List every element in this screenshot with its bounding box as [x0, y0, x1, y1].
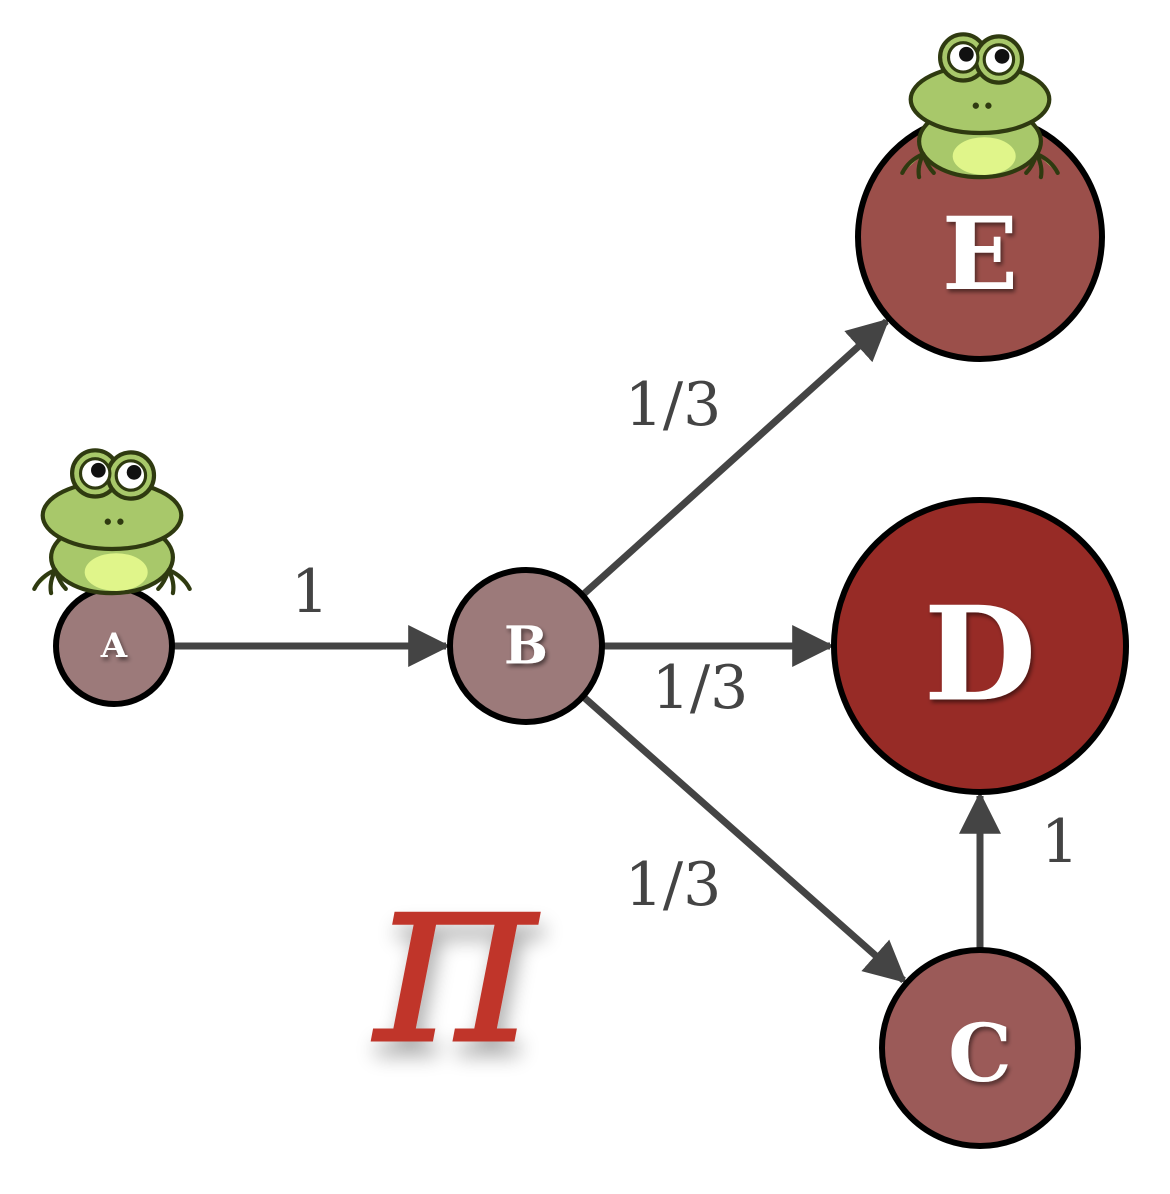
- node-b-label: B: [504, 616, 548, 677]
- node-a-label: A: [100, 626, 128, 666]
- pi-symbol: π: [370, 810, 541, 1101]
- frog-icon: [900, 32, 1060, 180]
- node-c-label: C: [948, 1006, 1012, 1100]
- edge-label-c-d: 1: [1041, 807, 1079, 877]
- edge-b-c: [580, 693, 907, 984]
- nodes: A B C D E: [53, 112, 1129, 1149]
- edges: [172, 318, 1001, 984]
- edge-label-b-c: 1/3: [625, 850, 722, 920]
- edge-label-b-d: 1/3: [652, 653, 749, 723]
- node-c-circle: [879, 947, 1081, 1149]
- node-e-label: E: [942, 195, 1018, 313]
- edge-labels: 1 1/3 1/3 1/3 1: [291, 370, 1079, 920]
- edge-label-b-e: 1/3: [625, 370, 722, 440]
- node-d: D: [831, 497, 1129, 795]
- edge-b-e: [580, 318, 890, 598]
- edge-label-a-b: 1: [291, 557, 329, 627]
- node-d-label: D: [924, 578, 1037, 731]
- node-d-circle: [831, 497, 1129, 795]
- node-c: C: [879, 947, 1081, 1149]
- node-b: B: [447, 567, 605, 725]
- node-a: A: [53, 585, 175, 707]
- node-b-circle: [447, 567, 605, 725]
- frog-icon: [32, 448, 192, 596]
